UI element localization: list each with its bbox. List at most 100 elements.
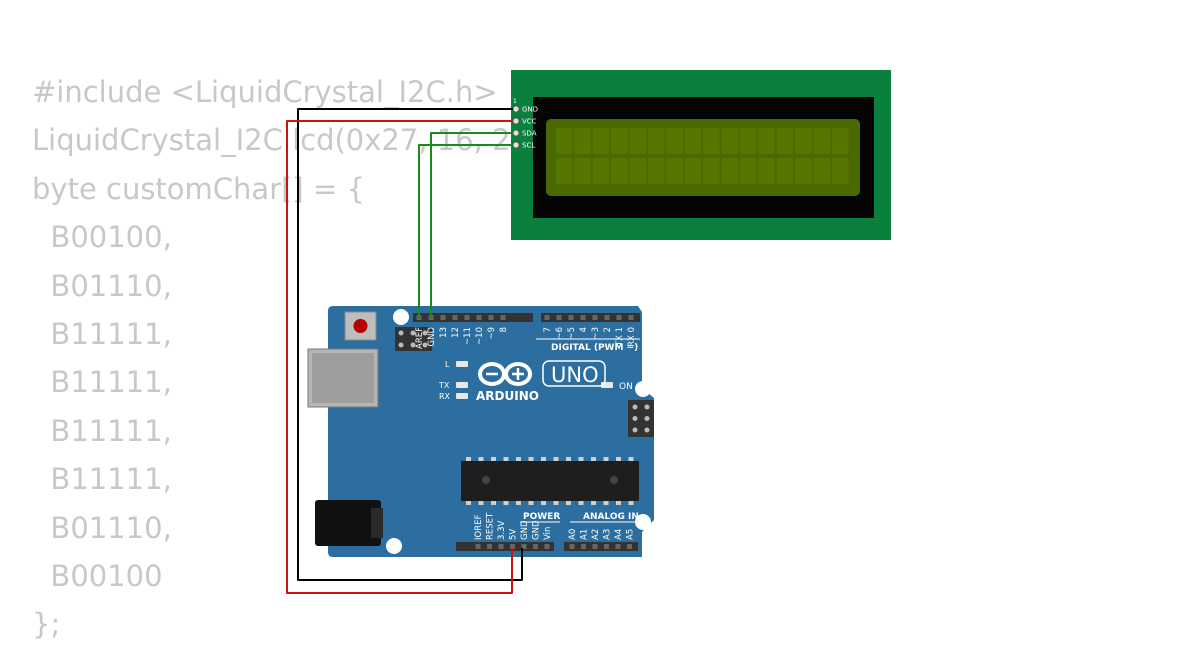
pin-label: ~9 xyxy=(487,327,497,340)
header-pin[interactable] xyxy=(452,315,458,320)
analog-section-label: ANALOG IN xyxy=(583,512,639,522)
pin-label: 5V xyxy=(509,529,519,540)
header-pin[interactable] xyxy=(592,544,598,549)
icsp-pin xyxy=(398,330,404,336)
code-line: B00100 xyxy=(32,558,163,593)
header-pin[interactable] xyxy=(581,544,586,549)
led-l: L xyxy=(445,360,468,369)
header-pin[interactable] xyxy=(627,544,632,549)
pin-label: ~10 xyxy=(475,327,485,345)
wire-sda-green[interactable] xyxy=(430,132,513,318)
header-pin[interactable] xyxy=(521,544,527,549)
pin-label: GND xyxy=(532,520,542,540)
lcd-pin-gnd[interactable]: GND xyxy=(512,105,538,114)
pin-label: 2 xyxy=(603,327,613,332)
code-line: #include <LiquidCrystal_I2C.h> xyxy=(32,75,498,109)
led-l-label: L xyxy=(445,360,450,369)
lcd-cell xyxy=(776,128,794,154)
power-jack-side xyxy=(371,508,383,538)
code-line: B01110, xyxy=(32,268,172,303)
chip-dot xyxy=(482,476,490,484)
header-pin[interactable] xyxy=(475,544,481,549)
led-on-label: ON xyxy=(619,382,633,392)
header-pin[interactable] xyxy=(487,544,492,549)
chip-pin xyxy=(528,501,534,505)
lcd-pin-gnd-label: GND xyxy=(522,106,538,114)
header-pin[interactable] xyxy=(580,315,586,320)
header-pin[interactable] xyxy=(510,544,515,549)
header-pin[interactable] xyxy=(533,544,538,549)
header-pin[interactable] xyxy=(544,315,550,320)
power-jack[interactable] xyxy=(315,500,383,546)
header-pin[interactable] xyxy=(556,315,562,320)
chip-body xyxy=(461,461,639,501)
brand-name: ARDUINO xyxy=(476,389,539,403)
header-pin[interactable] xyxy=(604,544,609,549)
chip-pin xyxy=(578,457,584,461)
lcd-pin-gnd-pad xyxy=(512,105,520,113)
header-pin[interactable] xyxy=(615,544,621,549)
lcd-cell xyxy=(832,128,849,154)
icsp2-header xyxy=(628,400,654,437)
chip-pin xyxy=(528,457,534,461)
header-pin[interactable] xyxy=(500,315,506,320)
mounting-hole xyxy=(393,309,409,325)
pin-label: TX 1 xyxy=(615,327,625,347)
infinity-icon-right xyxy=(504,362,532,386)
lcd-pin-vcc[interactable]: VCC xyxy=(512,118,537,126)
chip-pin xyxy=(516,457,521,461)
header-pin[interactable] xyxy=(464,315,470,320)
wire-gnd-black[interactable] xyxy=(297,108,523,581)
lcd-cell xyxy=(611,128,628,154)
chip-pin xyxy=(466,457,471,461)
led-tx-body xyxy=(456,382,468,388)
header-pin[interactable] xyxy=(544,544,550,549)
pin-label: 7 xyxy=(543,327,553,332)
lcd-pin-sda[interactable]: SDA xyxy=(512,130,537,138)
header-pin[interactable] xyxy=(569,544,575,549)
lcd-cell xyxy=(813,128,831,154)
header-pin[interactable] xyxy=(628,315,634,320)
lcd-cell xyxy=(813,158,831,184)
reset-button[interactable] xyxy=(344,311,377,341)
chip-pin xyxy=(553,501,559,505)
lcd-cell xyxy=(666,128,683,154)
lcd-cell xyxy=(629,128,647,154)
wire-scl-green[interactable] xyxy=(418,144,513,318)
header-pin[interactable] xyxy=(476,315,482,320)
lcd-cell xyxy=(648,128,665,154)
pin-label: GND xyxy=(520,520,530,540)
header-pin[interactable] xyxy=(488,315,494,320)
header-pin[interactable] xyxy=(568,315,574,320)
header-pin[interactable] xyxy=(616,315,622,320)
header-pin[interactable] xyxy=(592,315,598,320)
icsp2-pin xyxy=(644,404,650,410)
code-line: B11111, xyxy=(32,365,172,400)
chip-pin xyxy=(478,501,484,505)
led-tx: TX xyxy=(438,381,468,390)
code-line: B01110, xyxy=(32,510,172,545)
pin-label: A1 xyxy=(580,529,590,540)
header-pin[interactable] xyxy=(440,315,446,320)
usb-connector[interactable] xyxy=(307,348,379,408)
pin-label: A5 xyxy=(626,529,636,540)
pin-label: IOREF xyxy=(474,515,484,540)
chip-pin xyxy=(591,457,596,461)
chip-pin xyxy=(491,501,496,505)
header-pin[interactable] xyxy=(604,315,610,320)
chip-pin xyxy=(478,457,484,461)
chip-pin xyxy=(628,501,634,505)
lcd-pin-scl[interactable]: SCL xyxy=(512,142,535,150)
chip-pin xyxy=(541,457,546,461)
pin-label: GND xyxy=(427,327,437,347)
header-pin[interactable] xyxy=(498,544,504,549)
wire-vcc-red[interactable] xyxy=(286,120,513,594)
chip-pin xyxy=(503,457,509,461)
model-name: UNO xyxy=(551,363,599,387)
lcd-module[interactable]: 1 GND VCC SDA SCL xyxy=(511,70,891,240)
pin-label: RESET xyxy=(486,512,496,540)
